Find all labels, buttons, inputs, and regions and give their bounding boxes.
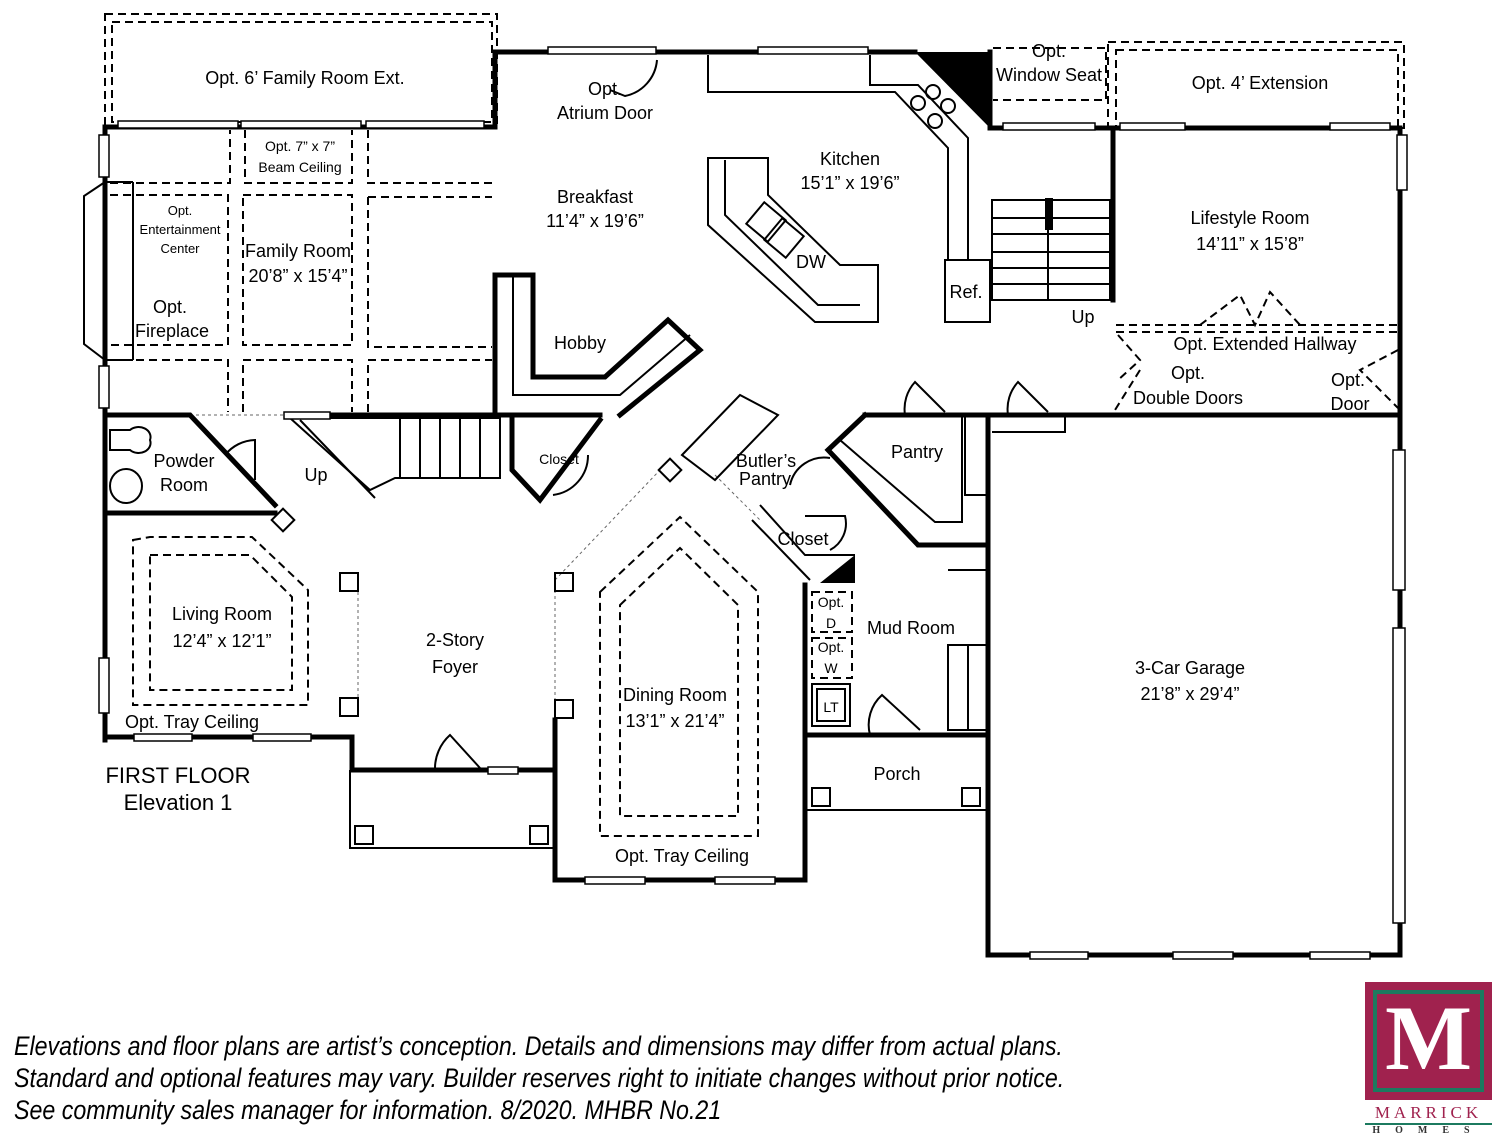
label-beam-2: Beam Ceiling <box>258 159 341 175</box>
label-lifestyle: Lifestyle Room <box>1190 208 1309 228</box>
marrick-logo: M <box>1365 982 1492 1100</box>
label-fireplace-2: Fireplace <box>135 321 209 341</box>
label-kitchen-dim: 15’1” x 19’6” <box>800 173 899 193</box>
label-ext-hallway: Opt. Extended Hallway <box>1173 334 1356 354</box>
label-double-doors-2: Double Doors <box>1133 388 1243 408</box>
label-atrium: Opt. <box>588 79 622 99</box>
label-porch: Porch <box>873 764 920 784</box>
label-extension: Opt. 4’ Extension <box>1192 73 1328 93</box>
label-mud: Mud Room <box>867 618 955 638</box>
label-beam: Opt. 7” x 7” <box>265 138 335 154</box>
label-window-seat: Opt. <box>1032 41 1066 61</box>
logo-letter: M <box>1385 987 1472 1089</box>
label-opt-door: Opt. <box>1331 370 1365 390</box>
label-ent-2: Entertainment <box>140 222 221 237</box>
label-butler: Butler’s <box>736 451 796 471</box>
label-lt: LT <box>823 699 839 715</box>
disclaimer: Elevations and floor plans are artist’s … <box>14 1030 1064 1126</box>
label-family: Family Room <box>245 241 351 261</box>
label-closet-2: Closet <box>777 529 828 549</box>
label-family-dim: 20’8” x 15’4” <box>248 266 347 286</box>
label-opt-door-2: Door <box>1330 394 1369 414</box>
label-living: Living Room <box>172 604 272 624</box>
label-dining: Dining Room <box>623 685 727 705</box>
label-foyer: 2-Story <box>426 630 484 650</box>
label-pantry: Pantry <box>891 442 943 462</box>
disclaimer-line: See community sales manager for informat… <box>14 1095 722 1125</box>
label-living-tray: Opt. Tray Ceiling <box>125 712 259 732</box>
walls <box>83 49 1403 958</box>
doors-and-posts <box>109 59 1049 845</box>
label-powder-2: Room <box>160 475 208 495</box>
stairs <box>289 198 1111 499</box>
logo-sub: HOMES <box>1372 1125 1485 1136</box>
label-fireplace: Opt. <box>153 297 187 317</box>
label-up-right: Up <box>1071 307 1094 327</box>
kitchen-counters <box>707 55 969 323</box>
label-butler-2: Pantry <box>739 469 791 489</box>
label-window-seat-2: Window Seat <box>996 65 1102 85</box>
label-closet: Closet <box>539 451 579 467</box>
logo-name: MARRICK <box>1365 1103 1492 1125</box>
label-opt-d: Opt. <box>818 594 844 610</box>
label-breakfast-dim: 11’4” x 19’6” <box>546 211 644 231</box>
label-dw: DW <box>796 252 826 272</box>
room-labels: Opt. 6’ Family Room Ext. Opt. 7” x 7” Be… <box>105 41 1369 866</box>
label-dining-dim: 13’1” x 21’4” <box>625 711 724 731</box>
label-double-doors: Opt. <box>1171 363 1205 383</box>
label-powder: Powder <box>153 451 214 471</box>
label-dining-tray: Opt. Tray Ceiling <box>615 846 749 866</box>
label-opt-w-2: W <box>824 660 838 676</box>
windows <box>98 46 1408 960</box>
label-breakfast: Breakfast <box>557 187 633 207</box>
label-garage-dim: 21’8” x 29’4” <box>1140 684 1239 704</box>
label-ent: Opt. <box>168 203 193 218</box>
logo-wordmark: MARRICK HOMES <box>1365 1103 1492 1136</box>
label-kitchen: Kitchen <box>820 149 880 169</box>
label-opt-w: Opt. <box>818 639 844 655</box>
label-ref: Ref. <box>949 282 982 302</box>
disclaimer-line: Standard and optional features may vary.… <box>14 1063 1065 1093</box>
label-family-ext: Opt. 6’ Family Room Ext. <box>205 68 404 88</box>
plan-subtitle: Elevation 1 <box>124 790 233 815</box>
label-up-left: Up <box>304 465 327 485</box>
label-foyer-2: Foyer <box>432 657 478 677</box>
label-atrium-2: Atrium Door <box>557 103 653 123</box>
label-garage: 3-Car Garage <box>1135 658 1245 678</box>
label-lifestyle-dim: 14’11” x 15’8” <box>1196 234 1304 254</box>
label-opt-d-2: D <box>826 615 836 631</box>
label-ent-3: Center <box>160 241 200 256</box>
plan-title: FIRST FLOOR <box>105 763 250 788</box>
disclaimer-line: Elevations and floor plans are artist’s … <box>14 1031 1063 1061</box>
label-hobby: Hobby <box>554 333 606 353</box>
label-living-dim: 12’4” x 12’1” <box>172 631 271 651</box>
